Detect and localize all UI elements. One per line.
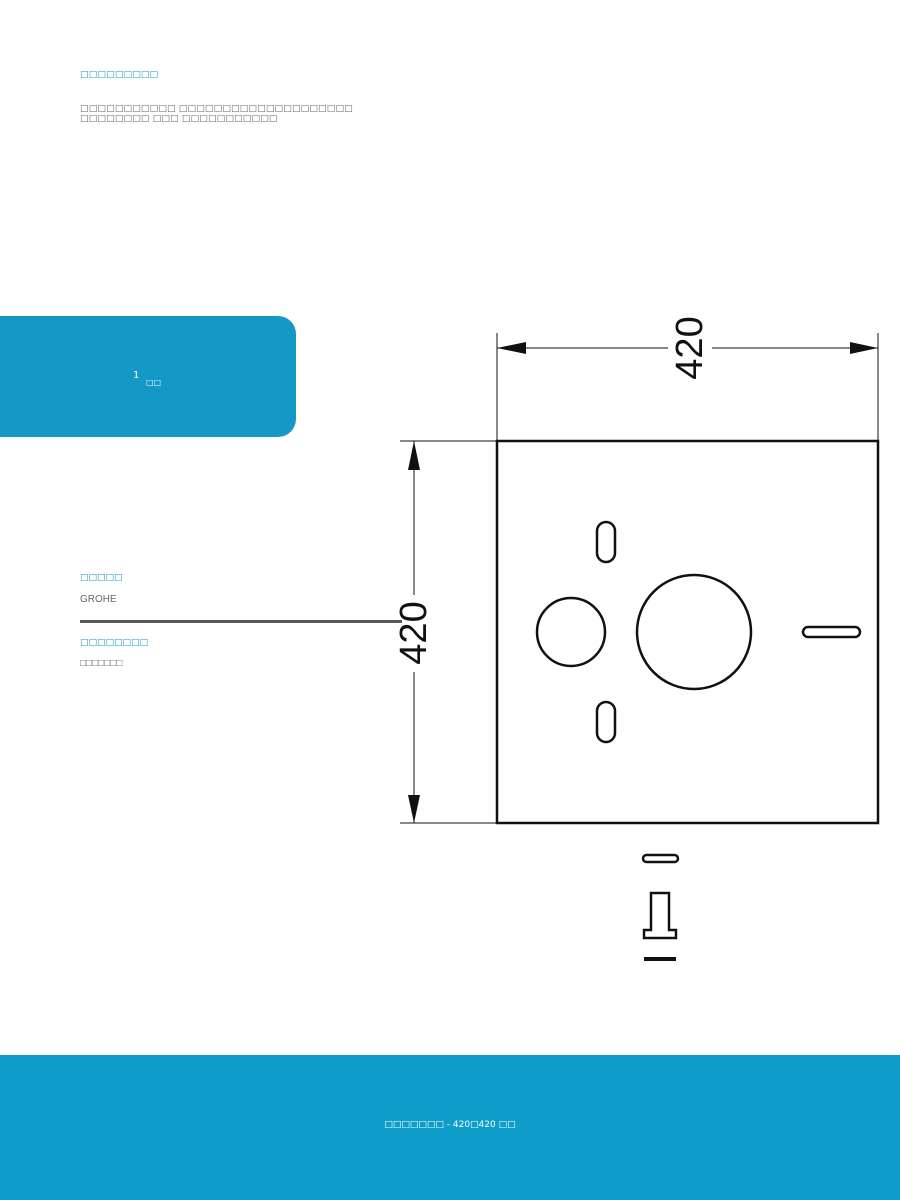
large-hole [635, 573, 753, 691]
arrow-right-icon [850, 342, 878, 354]
slot-top [595, 520, 617, 564]
brand-label: □□□□□ [80, 573, 123, 583]
material-value: □□□□□□□ [80, 658, 123, 669]
height-dimension-label: 420 [396, 601, 435, 664]
screw-bar-icon [644, 957, 676, 961]
arrow-left-icon [497, 342, 526, 354]
brand-value: GROHE [80, 594, 117, 605]
quantity-badge [0, 316, 296, 437]
bolt-icon [642, 891, 678, 940]
slot-bottom [595, 700, 617, 744]
quantity-number: 1 [133, 370, 140, 381]
product-description: □□□□□□□□□□□ □□□□□□□□□□□□□□□□□□□□ □□□□□□□… [80, 104, 353, 124]
footer-caption: □□□□□□□ - 420□420 □□ [384, 1120, 516, 1130]
small-hole [535, 596, 607, 668]
mat-outline [495, 439, 880, 825]
washer-icon [641, 853, 680, 864]
page-title: □□□□□□□□□ [80, 70, 159, 80]
quantity-unit: □□ [146, 378, 162, 387]
divider [80, 620, 402, 623]
material-label: □□□□□□□□ [80, 638, 149, 648]
arrow-down-icon [408, 795, 420, 823]
slot-right [801, 625, 862, 639]
footer-bar [0, 1055, 900, 1200]
width-dimension-label: 420 [669, 316, 711, 379]
arrow-up-icon [408, 441, 420, 470]
technical-drawing: 420 420 [396, 316, 880, 961]
